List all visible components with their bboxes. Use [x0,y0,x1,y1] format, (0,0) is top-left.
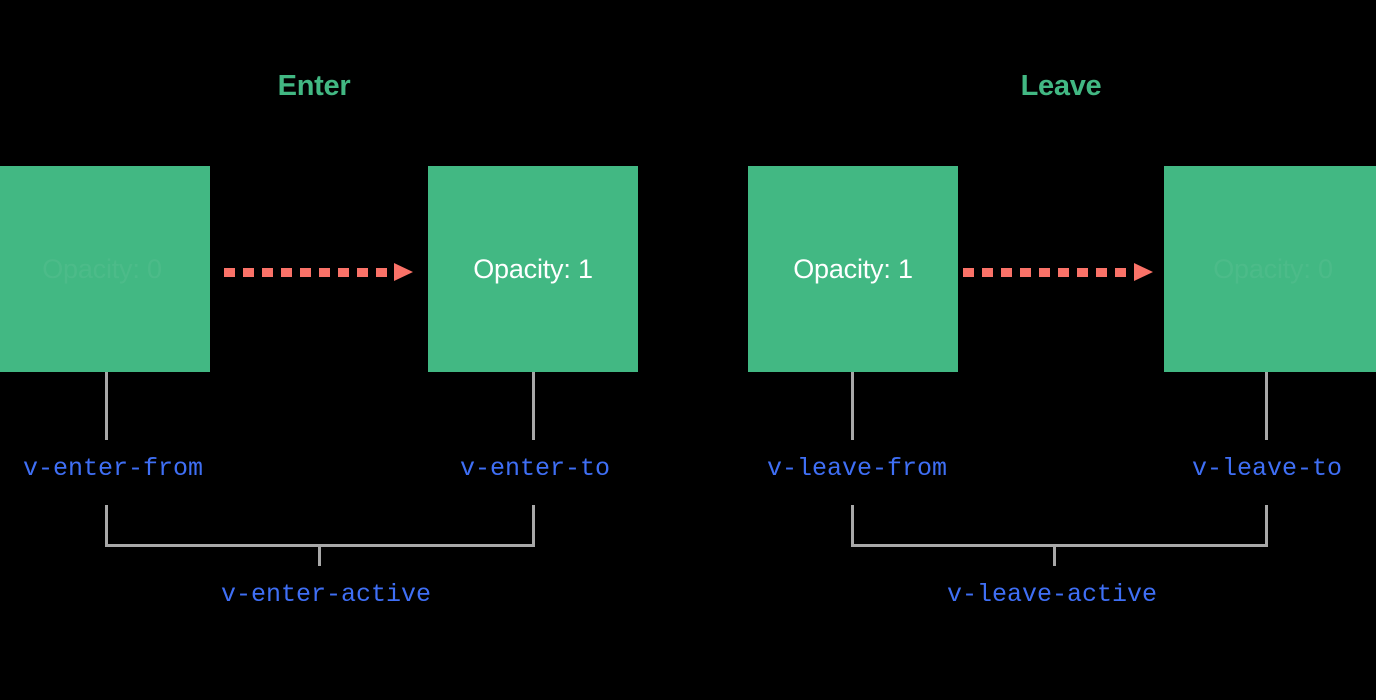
enter-to-class-label: v-enter-to [459,454,611,483]
leave-to-class-label: v-leave-to [1191,454,1343,483]
enter-bracket-stem [318,544,321,566]
leave-to-connector [1265,372,1268,440]
enter-bracket-left [105,505,108,547]
leave-from-connector [851,372,854,440]
enter-to-connector [532,372,535,440]
leave-arrow-head [1134,263,1153,281]
leave-to-box: Opacity: 0 [1164,166,1376,372]
enter-from-box: Opacity: 0 [0,166,210,372]
leave-active-class-label: v-leave-active [946,580,1158,609]
leave-from-box: Opacity: 1 [748,166,958,372]
enter-to-box-label: Opacity: 1 [473,253,593,284]
enter-from-class-label: v-enter-from [22,454,204,483]
leave-from-box-label: Opacity: 1 [793,253,913,284]
enter-arrow-head [394,263,413,281]
enter-dashed-arrow-right-icon [224,263,413,281]
leave-dashed-arrow-right-icon [963,263,1153,281]
enter-arrow-shaft [224,268,396,277]
enter-bracket-right [532,505,535,547]
enter-from-box-label: Opacity: 0 [42,253,162,284]
leave-to-box-label: Opacity: 0 [1213,253,1333,284]
leave-bracket-left [851,505,854,547]
enter-active-class-label: v-enter-active [220,580,432,609]
leave-bracket-right [1265,505,1268,547]
leave-group-heading: Leave [1020,70,1102,102]
leave-arrow-shaft [963,268,1136,277]
leave-bracket-stem [1053,544,1056,566]
leave-bracket-bottom [851,544,1268,547]
leave-from-class-label: v-leave-from [766,454,948,483]
enter-to-box: Opacity: 1 [428,166,638,372]
enter-from-connector [105,372,108,440]
enter-group-heading: Enter [277,70,351,102]
